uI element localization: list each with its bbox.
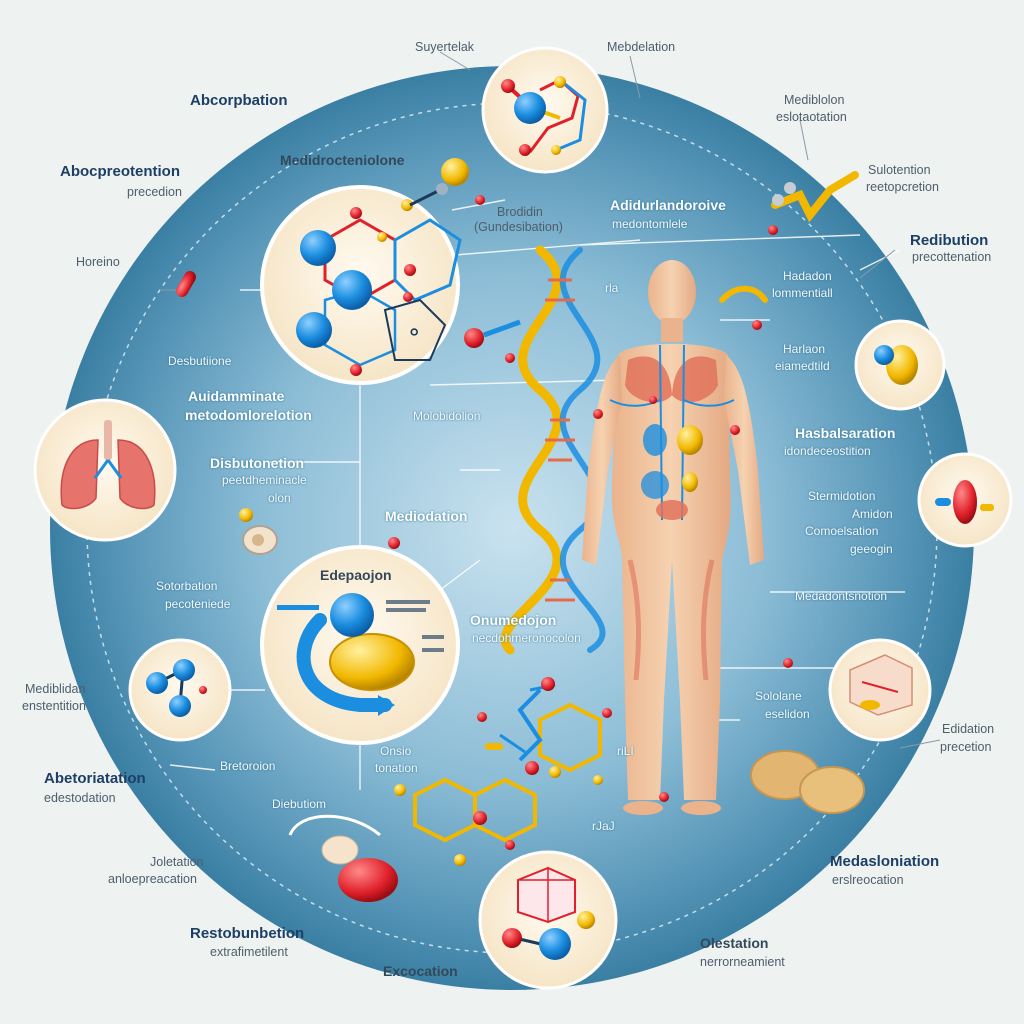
pill-icon (242, 525, 278, 555)
label-onsio: Onsio (380, 744, 412, 758)
right-upper-bubble (854, 319, 946, 411)
label-diebutiom: Diebutiom (272, 797, 327, 811)
label-mediblidan-sub: enstentition (22, 699, 86, 713)
label-mebdelation: Mebdelation (607, 40, 676, 54)
label-auidamminate: Auidamminate (188, 388, 285, 404)
right-lower-bubble (828, 638, 932, 742)
pill-icon (277, 593, 444, 716)
label-joletation: Joletation (150, 855, 204, 869)
label-medidrocteniolone: Medidrocteniolone (280, 152, 405, 168)
capsule-icon (176, 271, 196, 297)
right-mid-bubble (917, 452, 1013, 548)
molecule-chain-top-right (719, 171, 859, 330)
label-bretoroion: Bretoroion (220, 759, 276, 773)
label-harlaon-sub: eiamedtild (775, 359, 830, 373)
label-mediodation: Mediodation (385, 508, 468, 524)
label-stermidotion: Stermidotion (808, 489, 876, 503)
label-hasbalsaration: Hasbalsaration (795, 425, 896, 441)
label-edepaojon: Edepaojon (320, 567, 392, 583)
label-misc-b: riLI (617, 744, 634, 758)
label-mediblolon: Mediblolon (784, 93, 845, 107)
label-redibution-sub: precottenation (912, 250, 992, 264)
bean-icon (750, 750, 865, 814)
label-onsio-sub: tonation (375, 761, 418, 775)
label-edidation-sub: precetion (940, 740, 992, 754)
label-stermidotion-sub1: Amidon (852, 507, 893, 521)
label-olestation: Olestation (700, 935, 769, 951)
label-suyertelak: Suyertelak (415, 40, 475, 54)
label-abocpreotention: Abocpreotention (60, 163, 180, 180)
label-hasbalsaration-sub: idondeceostition (784, 444, 871, 458)
scattered-atoms (239, 319, 793, 668)
box-icon (849, 654, 913, 716)
lungs-icon (60, 420, 156, 510)
body-icon (582, 260, 764, 815)
label-joletation-sub: anloepreacation (108, 872, 197, 886)
outer-pointer-lines (160, 51, 941, 749)
label-sotorbation: Sotorbation (156, 579, 218, 593)
box-icon (502, 866, 595, 960)
label-excocation: Excocation (383, 963, 458, 979)
label-abetoriatation-sub: edestodation (44, 791, 116, 805)
label-disbutonetion: Disbutonetion (210, 455, 305, 471)
bottom-box-bubble (478, 850, 618, 990)
molecule-icon (501, 76, 587, 156)
label-brodidin-sub: (Gundesibation) (474, 220, 563, 234)
label-sulotention-sub: reetopcretion (866, 180, 939, 194)
label-adidurlandoroive: Adidurlandoroive (610, 197, 726, 213)
label-restobunbetion: Restobunbetion (190, 925, 305, 942)
label-medasloniation: Medasloniation (830, 853, 940, 870)
label-harlaon: Harlaon (783, 342, 826, 356)
label-medadontsnotion: Medadontsnotion (795, 589, 888, 603)
label-abcorpbation: Abcorpbation (190, 92, 288, 109)
label-redibution: Redibution (910, 232, 989, 249)
molecule-icon: ⚬ (296, 158, 485, 376)
capsule-icon (935, 480, 994, 524)
label-desbutiione: Desbutiione (168, 354, 232, 368)
label-sololane-sub: eselidon (765, 707, 810, 721)
label-mediblidan: Mediblidan (25, 682, 86, 696)
label-sololane: Sololane (755, 689, 802, 703)
label-hadadon: Hadadon (783, 269, 832, 283)
label-onumedojon: Onumedojon (470, 612, 557, 628)
label-horeino: Horeino (76, 255, 120, 269)
lungs-bubble (33, 398, 177, 542)
left-small-molecule-bubble (128, 638, 232, 742)
label-restobunbetion-sub: extrafimetilent (210, 945, 288, 959)
label-molobidolion: Molobidolion (413, 409, 481, 423)
label-olestation-sub: nerrorneamient (700, 955, 785, 969)
dna-icon (500, 245, 606, 655)
label-abetoriatation: Abetoriatation (44, 770, 146, 787)
label-sotorbation-sub: pecoteniede (165, 597, 231, 611)
label-stermidotion-sub3: geeogin (850, 542, 893, 556)
label-adidurlandoroive-sub: medontomlele (612, 217, 688, 231)
label-hadadon-sub: lommentiall (772, 286, 833, 300)
top-molecule-bubble (481, 46, 609, 174)
label-misc-c: rJaJ (592, 819, 615, 833)
label-edidation: Edidation (942, 722, 995, 736)
organ-icon (288, 814, 398, 902)
label-sulotention: Sulotention (868, 163, 931, 177)
label-auidamminate-sub: metodomlorelotion (185, 407, 312, 423)
label-stermidotion-sub2: Comoelsation (805, 524, 879, 538)
label-medasloniation-sub: erslreocation (832, 873, 904, 887)
molecule-icon (146, 659, 207, 717)
bottom-center-molecule (394, 677, 612, 866)
label-misc-a: rla (605, 281, 619, 295)
svg-text:⚬: ⚬ (405, 321, 423, 346)
center-pill-bubble (260, 545, 460, 745)
label-disbutonetion-sub2: olon (268, 491, 291, 505)
label-brodidin: Brodidin (497, 205, 543, 219)
pill-icon (874, 345, 918, 385)
upper-left-molecule-bubble: ⚬ (260, 158, 485, 385)
label-mediblolon-sub: eslotaotation (776, 110, 847, 124)
label-disbutonetion-sub: peetdheminacle (222, 473, 307, 487)
label-onumedojon-sub: necdohmeronocolon (472, 631, 581, 645)
label-precedion: precedion (127, 185, 182, 199)
